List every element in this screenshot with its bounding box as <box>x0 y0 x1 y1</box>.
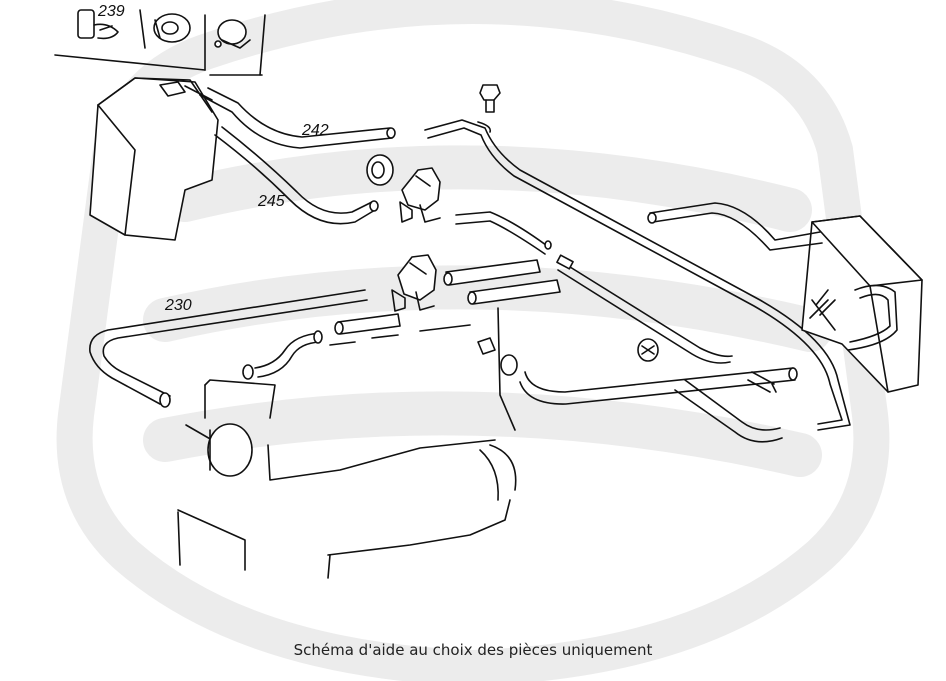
label-230: 230 <box>164 297 192 314</box>
expansion-tank <box>89 77 219 241</box>
inset-part-239 <box>54 9 266 76</box>
heater-valve-upper <box>399 167 441 223</box>
heater-core <box>801 215 923 393</box>
heater-valve-lower <box>391 254 437 312</box>
thin-pipe-long <box>424 119 851 431</box>
label-245: 245 <box>257 193 285 210</box>
hose-230 <box>89 289 368 408</box>
engine-block <box>177 307 517 579</box>
large-pipe-lower <box>519 367 798 443</box>
label-242: 242 <box>301 122 329 139</box>
hose-245 <box>214 126 379 225</box>
cap-plug <box>185 423 253 477</box>
bent-fitting <box>242 330 323 380</box>
grommet <box>366 154 394 186</box>
hose-242 <box>199 87 396 149</box>
diagram-caption: Schéma d'aide au choix des pièces unique… <box>293 641 653 659</box>
small-fittings <box>477 337 659 376</box>
heater-inlet-hose <box>647 202 823 251</box>
bolt <box>479 84 501 113</box>
label-239: 239 <box>97 3 125 20</box>
watermark-logo <box>56 0 890 681</box>
short-hoses <box>334 259 561 335</box>
pipe-valve-to-heater <box>455 211 733 364</box>
